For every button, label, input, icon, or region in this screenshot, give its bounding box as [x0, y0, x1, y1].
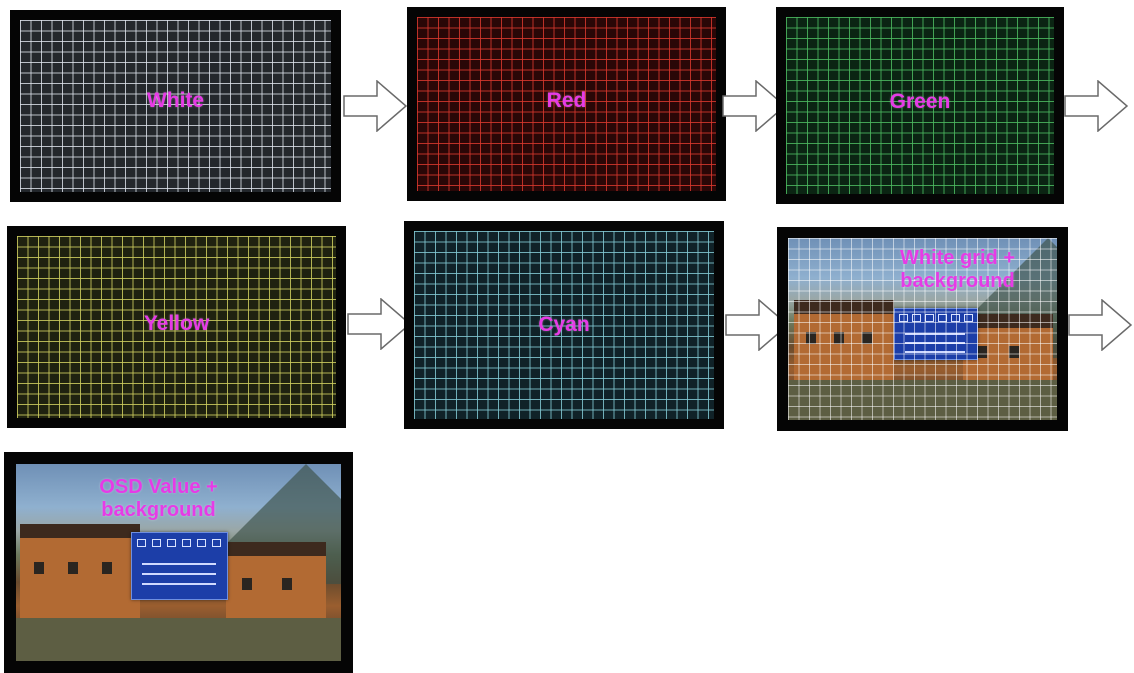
- white-label: White: [146, 89, 205, 112]
- window-shape: [34, 562, 44, 574]
- window-shape: [102, 562, 112, 574]
- arrow-right-icon: [722, 80, 786, 132]
- grid-background-screen: [788, 238, 1057, 420]
- osd-icon: [197, 539, 206, 547]
- panel-white-grid: White: [10, 10, 341, 202]
- osd-icon: [212, 539, 221, 547]
- osd-background-screen: [16, 464, 341, 661]
- grid-background-label-line2: background: [900, 270, 1015, 292]
- panel-grid-background: White grid + background: [777, 227, 1068, 431]
- red-grid-screen: [417, 17, 716, 191]
- ground-shape: [16, 617, 341, 661]
- osd-slider: [142, 563, 216, 565]
- osd-menu: [131, 532, 228, 600]
- yellow-label: Yellow: [143, 312, 210, 335]
- osd-background-label-line2: background: [101, 499, 216, 521]
- osd-slider: [142, 573, 216, 575]
- cyan-grid-screen: [414, 231, 714, 419]
- arrow-right-icon: [1064, 80, 1128, 132]
- panel-yellow-grid: Yellow: [7, 226, 346, 428]
- panel-cyan-grid: Cyan: [404, 221, 724, 429]
- osd-icon: [152, 539, 161, 547]
- red-label: Red: [546, 89, 587, 112]
- arrow-right-icon: [725, 299, 789, 351]
- window-shape: [242, 578, 252, 590]
- arrow-right-icon: [1068, 299, 1132, 351]
- window-shape: [68, 562, 78, 574]
- osd-icon: [167, 539, 176, 547]
- arrow-right-icon: [347, 298, 411, 350]
- osd-icon: [182, 539, 191, 547]
- osd-background-label: OSD Value + background: [0, 476, 323, 522]
- panel-osd-background: OSD Value + background: [4, 452, 353, 673]
- osd-icon: [137, 539, 146, 547]
- yellow-grid-screen: [17, 236, 336, 418]
- green-grid-screen: [786, 17, 1054, 194]
- osd-background-label-line1: OSD Value +: [99, 476, 218, 498]
- panel-red-grid: Red: [407, 7, 726, 201]
- arrow-right-icon: [343, 80, 407, 132]
- window-shape: [282, 578, 292, 590]
- white-grid-overlay: [788, 238, 1057, 420]
- panel-green-grid: Green: [776, 7, 1064, 204]
- grid-background-label-line1: White grid +: [900, 247, 1015, 269]
- white-grid-screen: [20, 20, 331, 192]
- grid-background-label: White grid + background: [847, 247, 1068, 293]
- osd-slider: [142, 583, 216, 585]
- green-label: Green: [889, 90, 951, 113]
- cyan-label: Cyan: [538, 313, 590, 336]
